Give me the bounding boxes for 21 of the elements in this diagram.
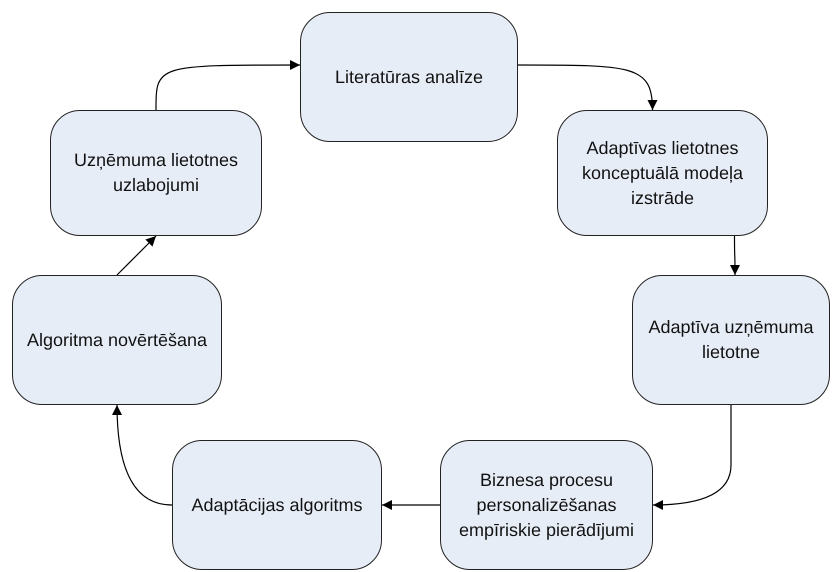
box-label: Biznesa procesu personalizēšanas empīriskie pierādījumi (458, 468, 636, 542)
box-label: Adaptācijas algoritms (191, 494, 363, 517)
process-box (440, 440, 653, 570)
box-label: Adaptīvas lietotnes konceptuālā modeļa izstrāde (580, 136, 744, 210)
process-box (12, 275, 222, 405)
arrow (116, 236, 156, 276)
arrow (730, 236, 740, 275)
arrow (382, 500, 440, 510)
arrow (652, 405, 732, 510)
process-box (50, 110, 262, 236)
process-box (300, 12, 518, 142)
arrow (155, 60, 300, 110)
box-label: Adaptīva uzņēmuma lietotne (647, 316, 815, 364)
arrow (518, 64, 658, 110)
box-label: Uzņēmuma lietotnes uzlabojumi (72, 149, 240, 197)
arrow (112, 404, 172, 506)
box-label: Algoritma novērtēšana (26, 328, 208, 352)
box-label: Literatūras analīze (334, 66, 484, 88)
process-box (557, 110, 768, 236)
process-box (172, 440, 382, 570)
process-box (632, 275, 830, 405)
